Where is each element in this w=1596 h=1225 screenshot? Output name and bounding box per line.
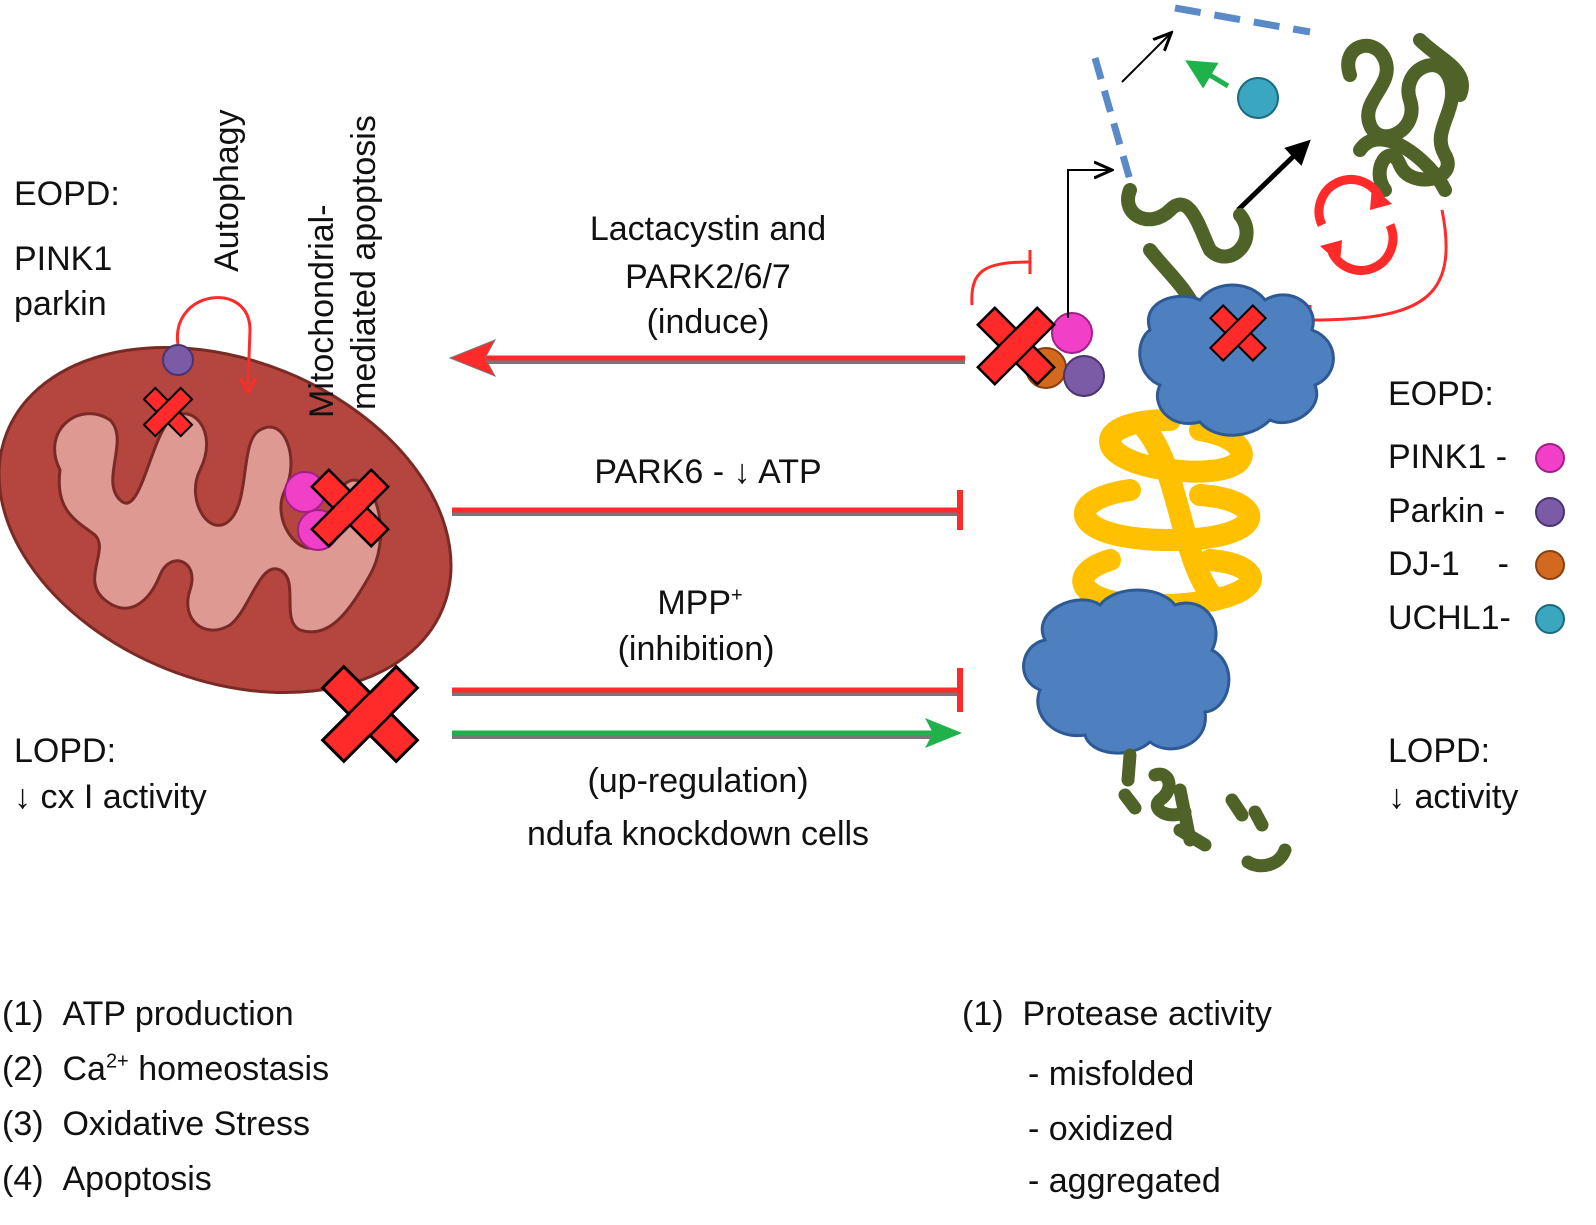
function-item-2: (2) Ca2+ homeostasis [2,1050,330,1088]
arrow3-label-line2: (inhibition) [617,630,775,668]
arrow1-label-line2: PARK2/6/7 [625,258,791,296]
parkin-dot-mito [162,344,194,376]
refolding-cycle-arrows [1314,175,1398,275]
legend-dot-dj1 [1535,550,1565,580]
legend-label-dj1: DJ-1 - [1388,545,1509,583]
mpp-sup: + [731,584,743,607]
function-item-4: (4) Apoptosis [2,1160,212,1198]
inhibit-curve-right [1309,209,1448,322]
bold-arrow-to-tangle [1236,139,1311,212]
legend-label-parkin: Parkin - [1388,492,1506,530]
proteasome-top-cap [1138,283,1335,437]
arrow3-label-line1: MPP+ [657,584,742,623]
proteasome-bottom-cap [1022,588,1231,755]
autophagy-arrow-head [238,377,258,396]
x-mark-proteasome [1209,304,1267,362]
uchl1-green-arrow [1185,60,1230,89]
mitochondrion [0,345,453,695]
legend-label-pink1: PINK1 - [1388,438,1508,476]
arrow-mpp-inhibit [452,668,963,712]
protease-item-misfolded: - misfolded [1028,1055,1195,1093]
legend-dot-pink1 [1535,443,1565,473]
ubiquitin-chain-2 [1174,4,1311,36]
thin-arrow-diagonal [1121,34,1170,83]
arrow4-label-line1: (up-regulation) [587,762,809,800]
left-eopd-parkin: parkin [14,285,107,323]
mito-apoptosis-line1: Mitochondrial- [303,204,341,418]
peptide-fragments [1118,748,1292,873]
arrow-park6-inhibit [452,490,963,530]
x-mark-cluster [976,306,1056,386]
tangled-protein [1341,33,1469,197]
autophagy-loop-arrow [176,296,252,386]
arrow1-label-line3: (induce) [646,303,770,341]
function-item-1: (1) ATP production [2,995,294,1033]
protease-activity-title: (1) Protease activity [962,995,1272,1033]
x-mark-mito-small [142,386,194,438]
x-mark-lopd [320,664,420,764]
pink1-dot-cluster [1051,312,1093,354]
uchl1-dot-top [1237,77,1279,119]
protease-item-oxidized: - oxidized [1028,1110,1174,1148]
arrow-upregulation [452,718,962,748]
x-mark-mito-large [310,468,390,548]
arrow-induce [448,339,965,377]
mpp-text: MPP [657,584,731,622]
left-eopd-pink1: PINK1 [14,240,113,278]
left-eopd-title: EOPD: [14,175,120,213]
inhibit-curve-cluster [970,260,1031,306]
arrow2-label: PARK6 - ↓ ATP [594,453,822,491]
arrow1-label-line1: Lactacystin and [589,210,827,248]
left-lopd-line: ↓ cx I activity [14,778,207,816]
left-lopd-title: LOPD: [14,732,117,770]
autophagy-label: Autophagy [208,109,246,272]
thin-arrow-up [1067,170,1110,318]
arrow4-label-line2: ndufa knockdown cells [526,815,870,853]
function-item-3: (3) Oxidative Stress [2,1105,310,1143]
legend-label-uchl1: UCHL1- [1388,599,1511,637]
right-lopd-line: ↓ activity [1388,778,1519,816]
mito-apoptosis-line2: mediated apoptosis [345,115,383,410]
protease-item-aggregated: - aggregated [1028,1162,1221,1200]
right-eopd-title: EOPD: [1388,375,1494,413]
ubiquitin-chain-1 [1091,57,1134,181]
legend-dot-parkin [1535,497,1565,527]
legend-dot-uchl1 [1535,604,1565,634]
right-lopd-title: LOPD: [1388,732,1491,770]
parkin-dot-cluster [1063,355,1105,397]
